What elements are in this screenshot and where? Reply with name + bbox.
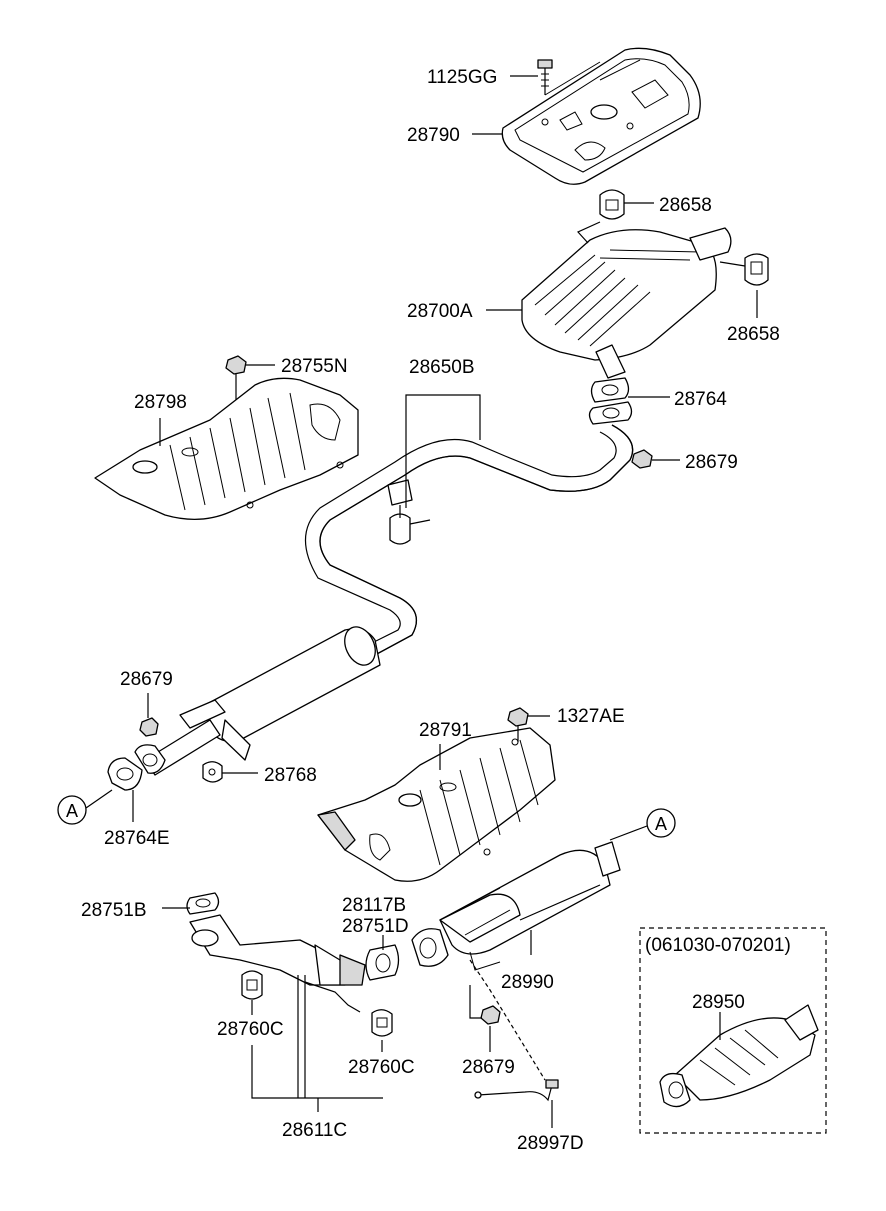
label-28997D[interactable]: 28997D xyxy=(517,1133,584,1154)
part-28650B-main-pipe[interactable] xyxy=(304,424,634,656)
part-28751B-gasket[interactable] xyxy=(186,892,220,915)
label-28990[interactable]: 28990 xyxy=(501,972,554,993)
part-28790-heat-shield[interactable] xyxy=(501,47,701,185)
svg-text:A: A xyxy=(655,814,667,834)
part-28679-nut-top[interactable] xyxy=(631,449,653,469)
part-center-muffler[interactable] xyxy=(144,622,381,776)
label-28679-top[interactable]: 28679 xyxy=(685,452,738,473)
part-28679-nut-left[interactable] xyxy=(139,717,159,737)
label-28764E[interactable]: 28764E xyxy=(104,828,170,849)
label-1327AE[interactable]: 1327AE xyxy=(557,706,625,727)
part-28658-hanger-right[interactable] xyxy=(719,253,769,286)
part-28611C-front-pipe[interactable] xyxy=(189,914,366,1013)
label-28791[interactable]: 28791 xyxy=(419,720,472,741)
part-28768-hanger[interactable] xyxy=(202,761,223,783)
label-28611C[interactable]: 28611C xyxy=(282,1120,347,1141)
label-1125GG[interactable]: 1125GG xyxy=(427,67,497,88)
part-28751D-gasket[interactable] xyxy=(365,944,400,981)
label-28658-top[interactable]: 28658 xyxy=(659,195,712,216)
callout-a-left: A xyxy=(57,795,87,825)
part-28755N-nut[interactable] xyxy=(225,355,247,400)
label-28700A[interactable]: 28700A xyxy=(407,301,473,322)
part-28658-hanger-top[interactable] xyxy=(599,189,625,220)
part-number-labels: 1125GG 28790 28658 28658 28700A 28755N 2… xyxy=(81,67,791,1154)
label-28760C-right[interactable]: 28760C xyxy=(348,1057,415,1078)
label-28751B[interactable]: 28751B xyxy=(81,900,147,921)
label-28679-bottom[interactable]: 28679 xyxy=(462,1057,515,1078)
label-28117B[interactable]: 28117B xyxy=(342,895,406,916)
label-28658-right[interactable]: 28658 xyxy=(727,324,780,345)
label-28764[interactable]: 28764 xyxy=(674,389,727,410)
label-28950[interactable]: 28950 xyxy=(692,992,745,1013)
label-28760C-left[interactable]: 28760C xyxy=(217,1019,284,1040)
part-1327AE-nut[interactable] xyxy=(507,707,529,742)
part-28990-catalytic-converter[interactable] xyxy=(411,841,621,971)
part-28760C-hanger-right[interactable] xyxy=(371,1009,393,1037)
part-28997D-sensor[interactable] xyxy=(469,959,559,1102)
svg-text:A: A xyxy=(66,801,78,821)
part-28700A-rear-muffler[interactable] xyxy=(521,221,732,379)
part-28950-catalytic-converter[interactable] xyxy=(659,1004,819,1108)
leader-lines xyxy=(85,75,758,1128)
part-28798-heat-shield[interactable] xyxy=(94,377,359,520)
label-28650B[interactable]: 28650B xyxy=(409,357,475,378)
label-28751D[interactable]: 28751D xyxy=(342,916,409,937)
part-28764-gasket-top[interactable] xyxy=(588,377,633,425)
label-28768[interactable]: 28768 xyxy=(264,765,317,786)
label-date-range: (061030-070201) xyxy=(645,935,791,956)
part-28764E-gasket[interactable] xyxy=(107,744,166,791)
label-28798[interactable]: 28798 xyxy=(134,392,187,413)
label-28755N[interactable]: 28755N xyxy=(281,356,348,377)
label-28790[interactable]: 28790 xyxy=(407,125,460,146)
part-28760C-hanger-left[interactable] xyxy=(241,970,263,1000)
part-28679-nut-bottom[interactable] xyxy=(480,1005,501,1025)
inset-28950 xyxy=(639,927,827,1134)
label-28679-left[interactable]: 28679 xyxy=(120,669,173,690)
part-28791-heat-shield[interactable] xyxy=(317,727,556,882)
part-1125GG-bolt[interactable] xyxy=(537,59,553,95)
callout-a-right: A xyxy=(646,808,676,838)
